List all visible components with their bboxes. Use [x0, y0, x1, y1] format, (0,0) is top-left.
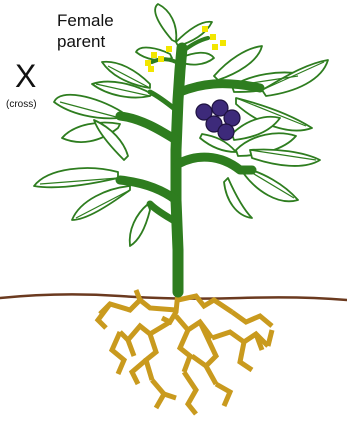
cross-caption: (cross) [6, 100, 37, 110]
parent-title-line-1: Female [57, 12, 114, 29]
soil-line [0, 294, 347, 300]
parent-title-line-2: parent [57, 33, 105, 50]
cross-symbol: X [15, 60, 36, 92]
root-system-icon [98, 290, 272, 414]
